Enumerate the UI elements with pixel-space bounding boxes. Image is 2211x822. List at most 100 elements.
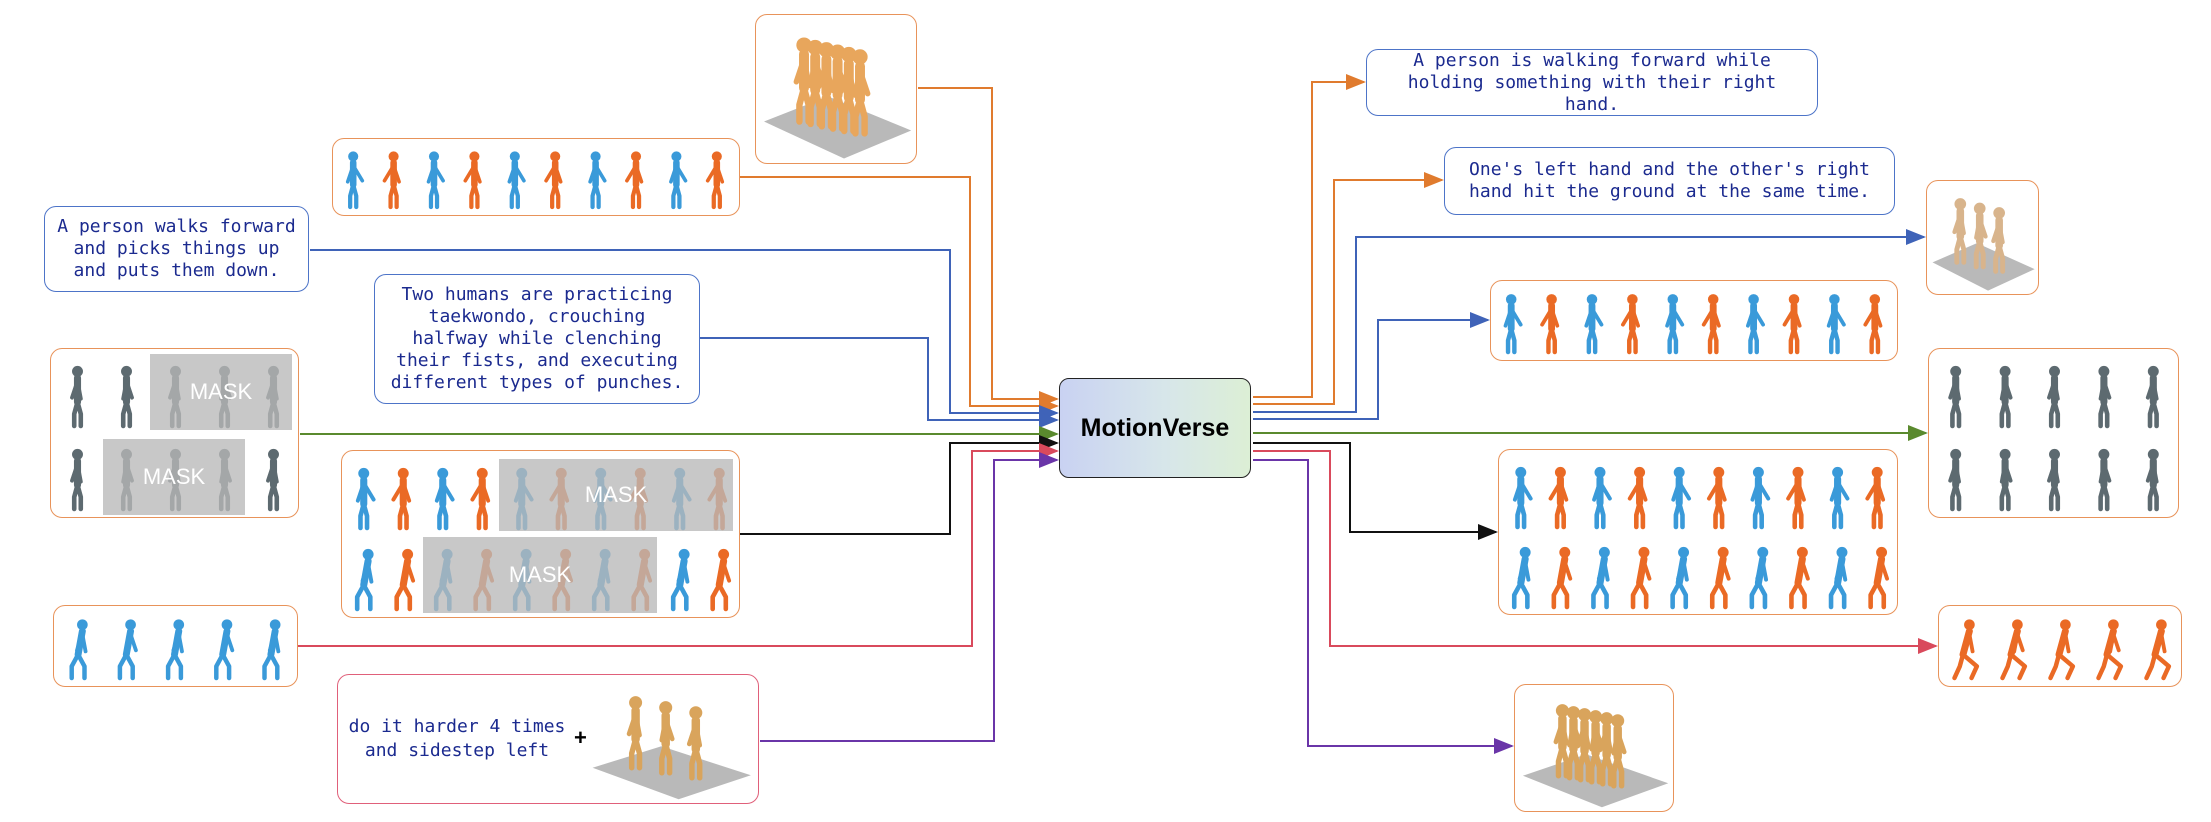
motion-scene-icon [1522,704,1669,808]
input-masked-duo: MASK MASK [341,450,740,618]
human-figure-icon [710,548,732,612]
human-figure-row [1512,466,1886,530]
human-figure-icon [262,619,281,681]
human-figure-icon [1952,619,1980,681]
human-figure-icon [1999,365,2013,429]
human-figure-icon [1865,466,1886,530]
wire-in-taekwondo-text [700,337,1059,428]
human-figure-icon [214,619,235,681]
human-figure-icon [69,619,88,681]
human-figure-icon [345,151,365,210]
human-figure-icon [1789,546,1810,610]
human-figure-icon [1750,466,1771,530]
wire-in-duo [740,176,1059,414]
human-figure-icon [1548,466,1569,530]
human-figure-icon [2096,619,2124,681]
output-edit-scene [1514,684,1674,812]
human-figure-icon [1597,712,1614,787]
human-figure-icon [2048,619,2076,681]
human-figure-row [1503,294,1883,355]
human-figure-icon [165,619,185,681]
human-figure-icon [391,467,412,531]
wire-in-edit [760,452,1059,742]
human-figure-icon [1709,546,1731,610]
human-figure-icon [705,151,725,210]
input-masked-gray: MASK MASK [50,348,299,518]
output-text-walk-label: A person is walking forward while holdin… [1407,49,1777,115]
human-figure-icon [544,151,563,210]
mask-overlay: MASK [499,459,733,531]
human-figure-icon [1706,466,1727,530]
wire-out-walk-text [1253,74,1366,398]
human-figure-icon [625,151,644,210]
human-figure-icon [1782,294,1802,355]
wire-in-blue-seq [298,443,1059,647]
human-figure-row [1952,619,2172,681]
wire-out-duo-grid [1253,442,1498,540]
input-edit-instruction: do it harder 4 times and sidestep left + [337,674,759,804]
human-figure-icon [382,151,401,210]
human-figure-icon [1551,546,1573,610]
human-figure-icon [1575,708,1592,783]
input-scene-walk [755,14,917,164]
human-figure-icon [1591,546,1610,610]
human-figure-icon [1630,546,1652,610]
human-figure-icon [354,548,374,612]
human-figure-icon [1592,466,1612,530]
human-figure-icon [266,448,280,512]
human-figure-icon [1999,448,2013,512]
mask-overlay: MASK [150,354,292,430]
input-duo-sequence [332,138,740,216]
human-figure-icon [2000,619,2028,681]
human-figure-icon [1670,546,1690,610]
human-figure-icon [1828,546,1848,610]
mask-label: MASK [508,562,572,587]
human-figure-icon [1566,706,1583,781]
human-figure-icon [1863,294,1883,355]
human-figure-icon [1553,704,1570,779]
human-figure-icon [1746,294,1765,355]
mask-label: MASK [142,464,206,489]
output-duo-grid [1498,449,1898,615]
human-figure-icon [1948,448,1962,512]
human-figure-icon [70,365,84,429]
human-figure-icon [2047,365,2061,429]
human-figure-icon [1952,198,1967,265]
human-figure-icon [659,701,675,776]
human-figure-icon [117,619,138,681]
human-figure-icon [1627,466,1648,530]
human-figure-icon [470,467,491,531]
human-figure-icon [434,467,455,531]
human-figure-icon [626,696,643,771]
input-text-walk: A person walks forward and picks things … [44,206,309,292]
motion-scene-icon [1932,198,2035,291]
human-figure-icon [838,46,857,135]
human-figure-icon [588,151,607,210]
plus-sign: + [574,725,587,750]
output-orange-sequence [1938,605,2182,687]
human-figure-row [1948,448,2159,512]
human-figure-icon [1671,466,1692,530]
human-figure-icon [426,151,445,210]
wire-out-scene [1253,229,1926,413]
human-figure-icon [1503,294,1523,355]
wire-in-scene [918,87,1059,407]
human-figure-icon [1511,546,1531,610]
wire-out-edit-scene [1253,459,1514,754]
mask-overlay: MASK [423,537,657,613]
mask-overlay: MASK [103,439,245,515]
input-text-walk-label: A person walks forward and picks things … [57,216,296,281]
human-figure-icon [1786,466,1806,530]
output-gray-grid [1928,348,2179,518]
human-figure-icon [1749,546,1769,610]
motion-scene-icon [592,696,751,800]
edit-prompt-text: do it harder 4 times and sidestep left [348,716,566,761]
human-figure-row [1948,365,2159,429]
human-figure-icon [1701,294,1721,355]
human-figure-icon [669,151,688,210]
input-text-taekwondo: Two humans are practicing taekwondo, cro… [374,274,700,404]
human-figure-icon [1868,546,1890,610]
input-text-taekwondo-label: Two humans are practicing taekwondo, cro… [390,284,684,393]
